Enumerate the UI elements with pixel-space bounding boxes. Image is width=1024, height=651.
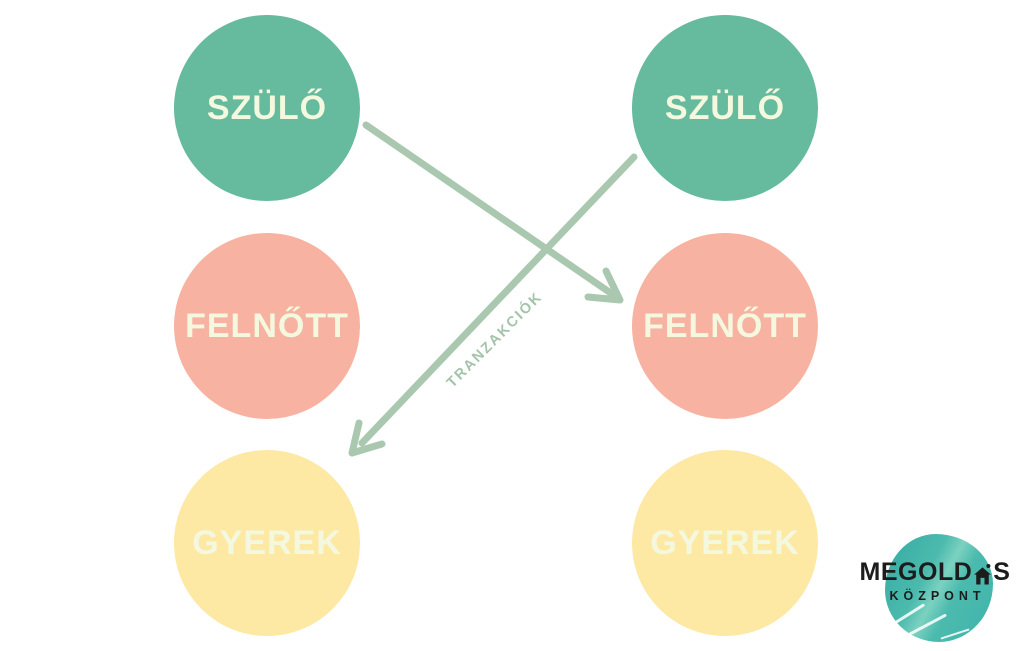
brush-streak	[904, 613, 948, 638]
node-label: GYEREK	[192, 523, 342, 562]
node-child-right: GYEREK	[632, 450, 818, 636]
arrow-parent-right-to-child-left	[348, 153, 638, 457]
node-child-left: GYEREK	[174, 450, 360, 636]
house-icon	[973, 563, 992, 586]
arrow-label-tranzakciok: TRANZAKCIÓK	[443, 288, 547, 392]
node-label: FELNŐTT	[185, 306, 349, 345]
node-adult-right: FELNŐTT	[632, 233, 818, 419]
logo-title-after: S	[993, 558, 1011, 586]
node-label: SZÜLŐ	[664, 88, 786, 127]
node-parent-right: SZÜLŐ	[632, 15, 818, 201]
logo-title: MEGOLD S	[845, 560, 1024, 585]
arrow-parent-left-to-adult-right	[362, 121, 624, 304]
node-label: SZÜLŐ	[206, 88, 328, 127]
brush-streak	[894, 603, 926, 624]
logo-brush-circle	[885, 534, 993, 642]
node-adult-left: FELNŐTT	[174, 233, 360, 419]
node-label: GYEREK	[650, 523, 800, 562]
megoldas-kozpont-logo: MEGOLD S KÖZPONT	[845, 528, 1024, 651]
node-parent-left: SZÜLŐ	[174, 15, 360, 201]
logo-title-before: MEGOLD	[859, 558, 973, 586]
node-label: FELNŐTT	[643, 306, 807, 345]
logo-subtitle: KÖZPONT	[889, 589, 986, 603]
brush-streak	[940, 628, 970, 640]
